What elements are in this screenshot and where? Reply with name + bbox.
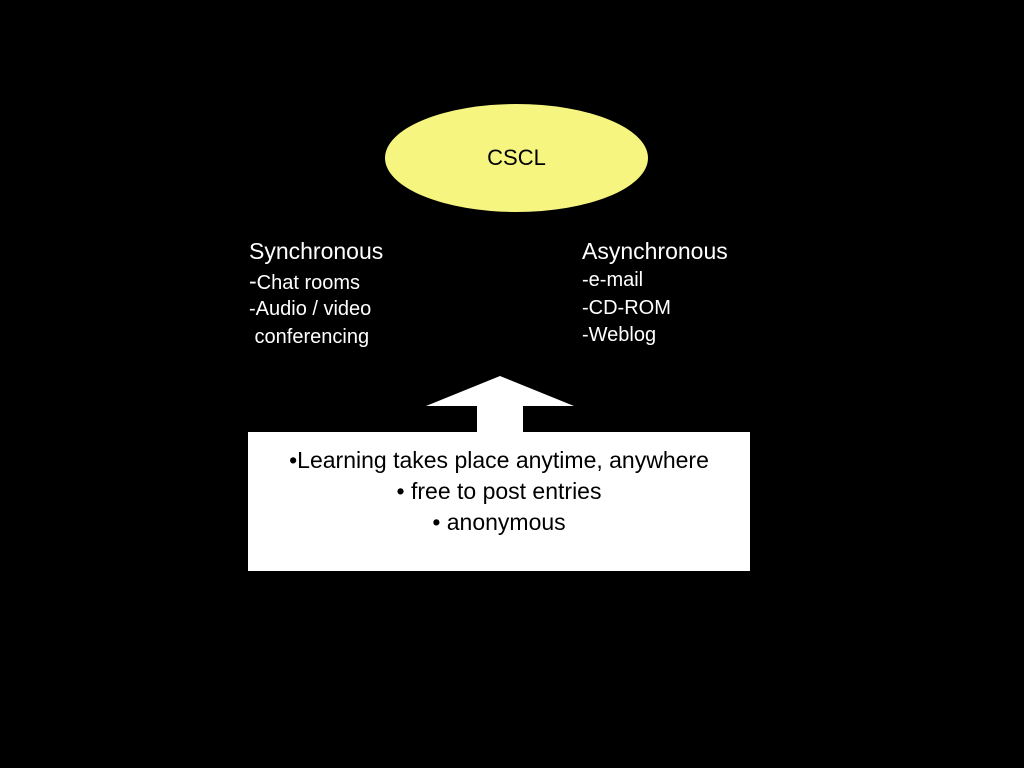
asynchronous-column: Asynchronous -e-mail -CD-ROM -Weblog (582, 240, 728, 350)
info-box: •Learning takes place anytime, anywhere … (248, 432, 750, 571)
info-line-anonymous: • anonymous (432, 509, 566, 535)
asynchronous-item-email: -e-mail (582, 269, 644, 291)
asynchronous-item-cd-rom: -CD-ROM (582, 296, 671, 319)
synchronous-item-conferencing: conferencing (249, 326, 370, 348)
synchronous-heading: Synchronous (249, 238, 384, 264)
synchronous-item-dash: - (249, 268, 257, 294)
info-line-anytime-anywhere: •Learning takes place anytime, anywhere (289, 447, 709, 473)
up-arrow-shape (426, 376, 574, 434)
synchronous-column: Synchronous -Chat rooms -Audio / video c… (249, 240, 383, 351)
cscl-ellipse: CSCL (385, 104, 648, 212)
cscl-label: CSCL (487, 145, 546, 170)
info-line-free-to-post: • free to post entries (396, 478, 602, 504)
synchronous-item-audio-video: -Audio / video (249, 298, 372, 320)
synchronous-item-chat-rooms-label: Chat rooms (256, 272, 361, 294)
asynchronous-item-weblog: -Weblog (582, 324, 657, 346)
synchronous-item-chat-rooms: -Chat rooms (249, 267, 383, 295)
asynchronous-heading: Asynchronous (582, 238, 728, 264)
